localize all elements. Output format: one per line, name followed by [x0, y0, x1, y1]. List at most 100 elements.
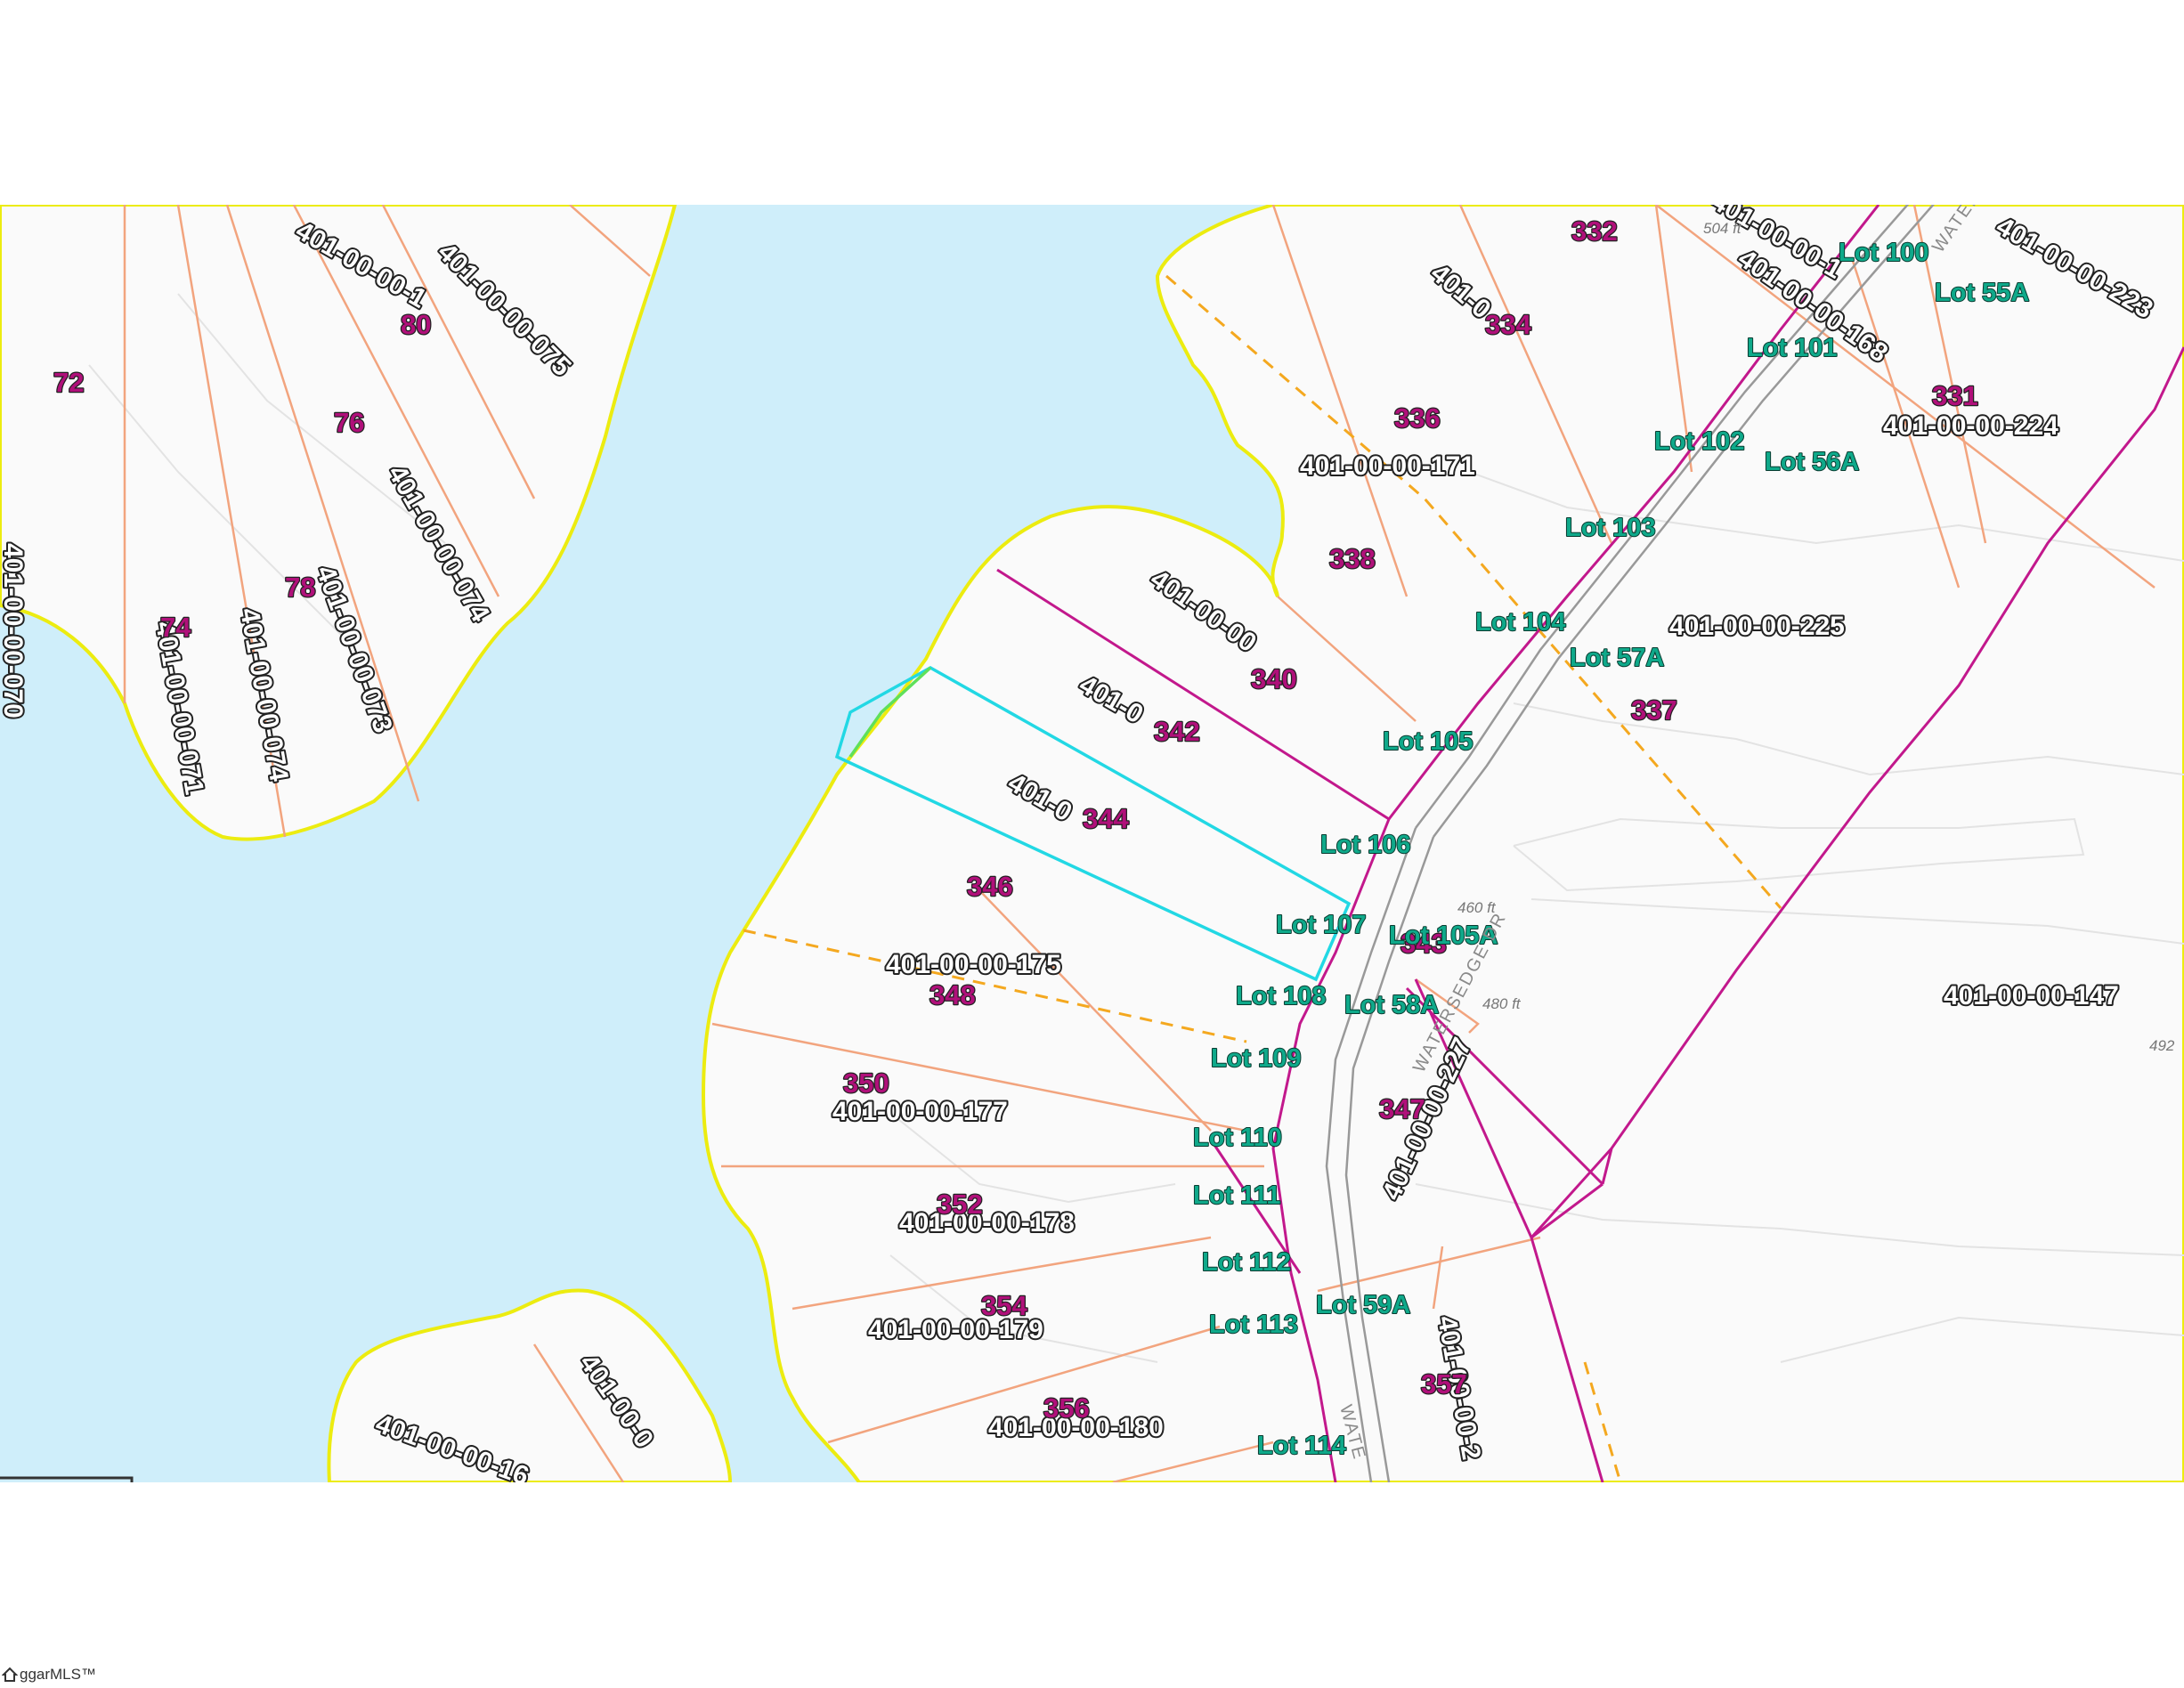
parcel-number-label: 336: [1394, 402, 1441, 434]
contour-line: [889, 1112, 1176, 1204]
parcel-number-label: 72: [53, 367, 84, 398]
parcel-id-label: 401-00-00-224: [1883, 411, 2058, 441]
parcel-number-label: 348: [930, 979, 976, 1010]
elevation-label: 460 ft: [1457, 899, 1497, 916]
contour-line: [1780, 1316, 2184, 1363]
lot-boundary-line: [1432, 1246, 1444, 1310]
watersedge-road-edge: [1344, 836, 1435, 1482]
lot-label: Lot 57A: [1570, 644, 1664, 672]
lot-label: Lot 104: [1475, 608, 1566, 637]
parcel-id-label: 401-00-00-225: [1669, 612, 1845, 641]
scale-bar-frame: [0, 1476, 134, 1482]
parcel-number-label: 338: [1329, 543, 1376, 574]
parcel-number-label: 76: [334, 407, 364, 438]
lot-boundary-line: [827, 1325, 1221, 1444]
parcel-number-label: 350: [843, 1067, 889, 1099]
lot-boundary-line: [1458, 205, 1613, 544]
parcel-number-label: 357: [1421, 1368, 1467, 1400]
lot-boundary-line: [381, 205, 536, 499]
contour-line: [1513, 817, 2085, 892]
lot-boundary-line: [711, 1022, 1247, 1132]
selected-parcel[interactable]: [834, 665, 1352, 982]
contour-line: [177, 293, 446, 544]
setback-line: [1165, 274, 1782, 909]
setback-line: [743, 929, 1247, 1043]
road-boundary-line: [1271, 818, 1391, 1482]
lot-label: Lot 105A: [1389, 921, 1498, 950]
lot-label: Lot 108: [1236, 982, 1327, 1010]
lot-label: Lot 58A: [1344, 991, 1439, 1019]
lot-label: Lot 107: [1276, 911, 1367, 939]
lot-boundary-line: [1317, 1236, 1541, 1293]
contour-line: [88, 364, 357, 651]
lot-boundary-line: [176, 205, 287, 838]
lot-label: Lot 101: [1747, 334, 1838, 362]
lot-boundary-line: [1654, 205, 1693, 473]
parcel-number-label: 340: [1251, 663, 1297, 694]
watersedge-road-edge: [1325, 827, 1417, 1482]
contour-line: [1468, 471, 2184, 562]
lot-boundary-line: [1415, 978, 1480, 1034]
parcel-number-label: 354: [981, 1290, 1027, 1321]
parcel-id-label: 401-00-00-180: [988, 1413, 1164, 1442]
elevation-label: 492: [2149, 1037, 2175, 1054]
contour-line: [1415, 1183, 2184, 1256]
contour-line: [1530, 898, 2184, 945]
parcel-number-label: 343: [1401, 928, 1447, 959]
parcel-number-label: 346: [967, 871, 1013, 902]
lot-boundary-line: [225, 205, 420, 802]
contour-line: [1513, 702, 2184, 776]
lot-label: Lot 106: [1320, 831, 1411, 859]
road-boundary-line: [996, 568, 1390, 821]
lot-label: Lot 56A: [1765, 448, 1859, 476]
parcel-id-label: 401-00-00-179: [868, 1315, 1043, 1344]
road-boundary-line: [1601, 1148, 1613, 1185]
road-boundary-line: [1405, 986, 1604, 1186]
parcel-number-label: 78: [285, 572, 315, 603]
parcel-number-label: 356: [1043, 1392, 1090, 1424]
house-logo-icon: [2, 1667, 18, 1682]
lot-boundary-line: [569, 205, 651, 277]
parcel-number-label: 344: [1083, 803, 1129, 834]
lot-boundary-line: [978, 889, 1212, 1132]
contour-line: [889, 1254, 1158, 1363]
lot-boundary-line: [1655, 205, 2156, 588]
parcel-id-label: 401-00-00-070: [0, 543, 28, 718]
land-top-left: [0, 205, 678, 841]
parcel-number-label: 337: [1631, 694, 1677, 726]
road-boundary-line: [1530, 1237, 1604, 1482]
lot-label: Lot 111: [1193, 1181, 1280, 1210]
lot-label: Lot 113: [1209, 1311, 1298, 1339]
lot-label: Lot 103: [1565, 514, 1656, 542]
watersedge-road-edge: [1415, 205, 1910, 829]
parcel-id-label: 401-00-00-175: [886, 950, 1061, 979]
parcel-number-label: 347: [1379, 1093, 1425, 1124]
lot-boundary-line: [292, 205, 500, 597]
lot-boundary-line: [1850, 257, 1961, 588]
lot-label: Lot 105: [1383, 727, 1474, 756]
mls-logo-text: ggarMLS™: [20, 1666, 96, 1683]
lot-boundary-line: [1271, 205, 1409, 597]
lot-label: Lot 59A: [1316, 1291, 1410, 1319]
parcel-id-label: 401-00-00-177: [832, 1097, 1008, 1126]
mls-watermark: ggarMLS™: [2, 1663, 96, 1686]
parcel-id-label: 401-00-00-171: [1300, 451, 1475, 481]
parcel-number-label: 334: [1485, 309, 1531, 340]
lot-label: Lot 109: [1211, 1044, 1302, 1073]
lot-label: Lot 100: [1839, 239, 1929, 267]
parcel-number-label: 80: [401, 309, 431, 340]
lot-boundary-line: [1912, 205, 1987, 544]
lot-label: Lot 55A: [1935, 279, 2029, 307]
parcel-number-label: 352: [937, 1189, 983, 1220]
selected-parcel-shore-edge: [848, 666, 932, 759]
lot-label: Lot 102: [1654, 427, 1745, 456]
parcel-number-label: 342: [1154, 716, 1200, 747]
lot-label: Lot 112: [1202, 1248, 1291, 1277]
land-main: [701, 205, 2184, 1482]
elevation-label: 480 ft: [1482, 995, 1522, 1012]
road-boundary-line: [1209, 1139, 1302, 1274]
lot-boundary-line: [1277, 596, 1417, 722]
parcel-number-label: 74: [160, 612, 191, 643]
